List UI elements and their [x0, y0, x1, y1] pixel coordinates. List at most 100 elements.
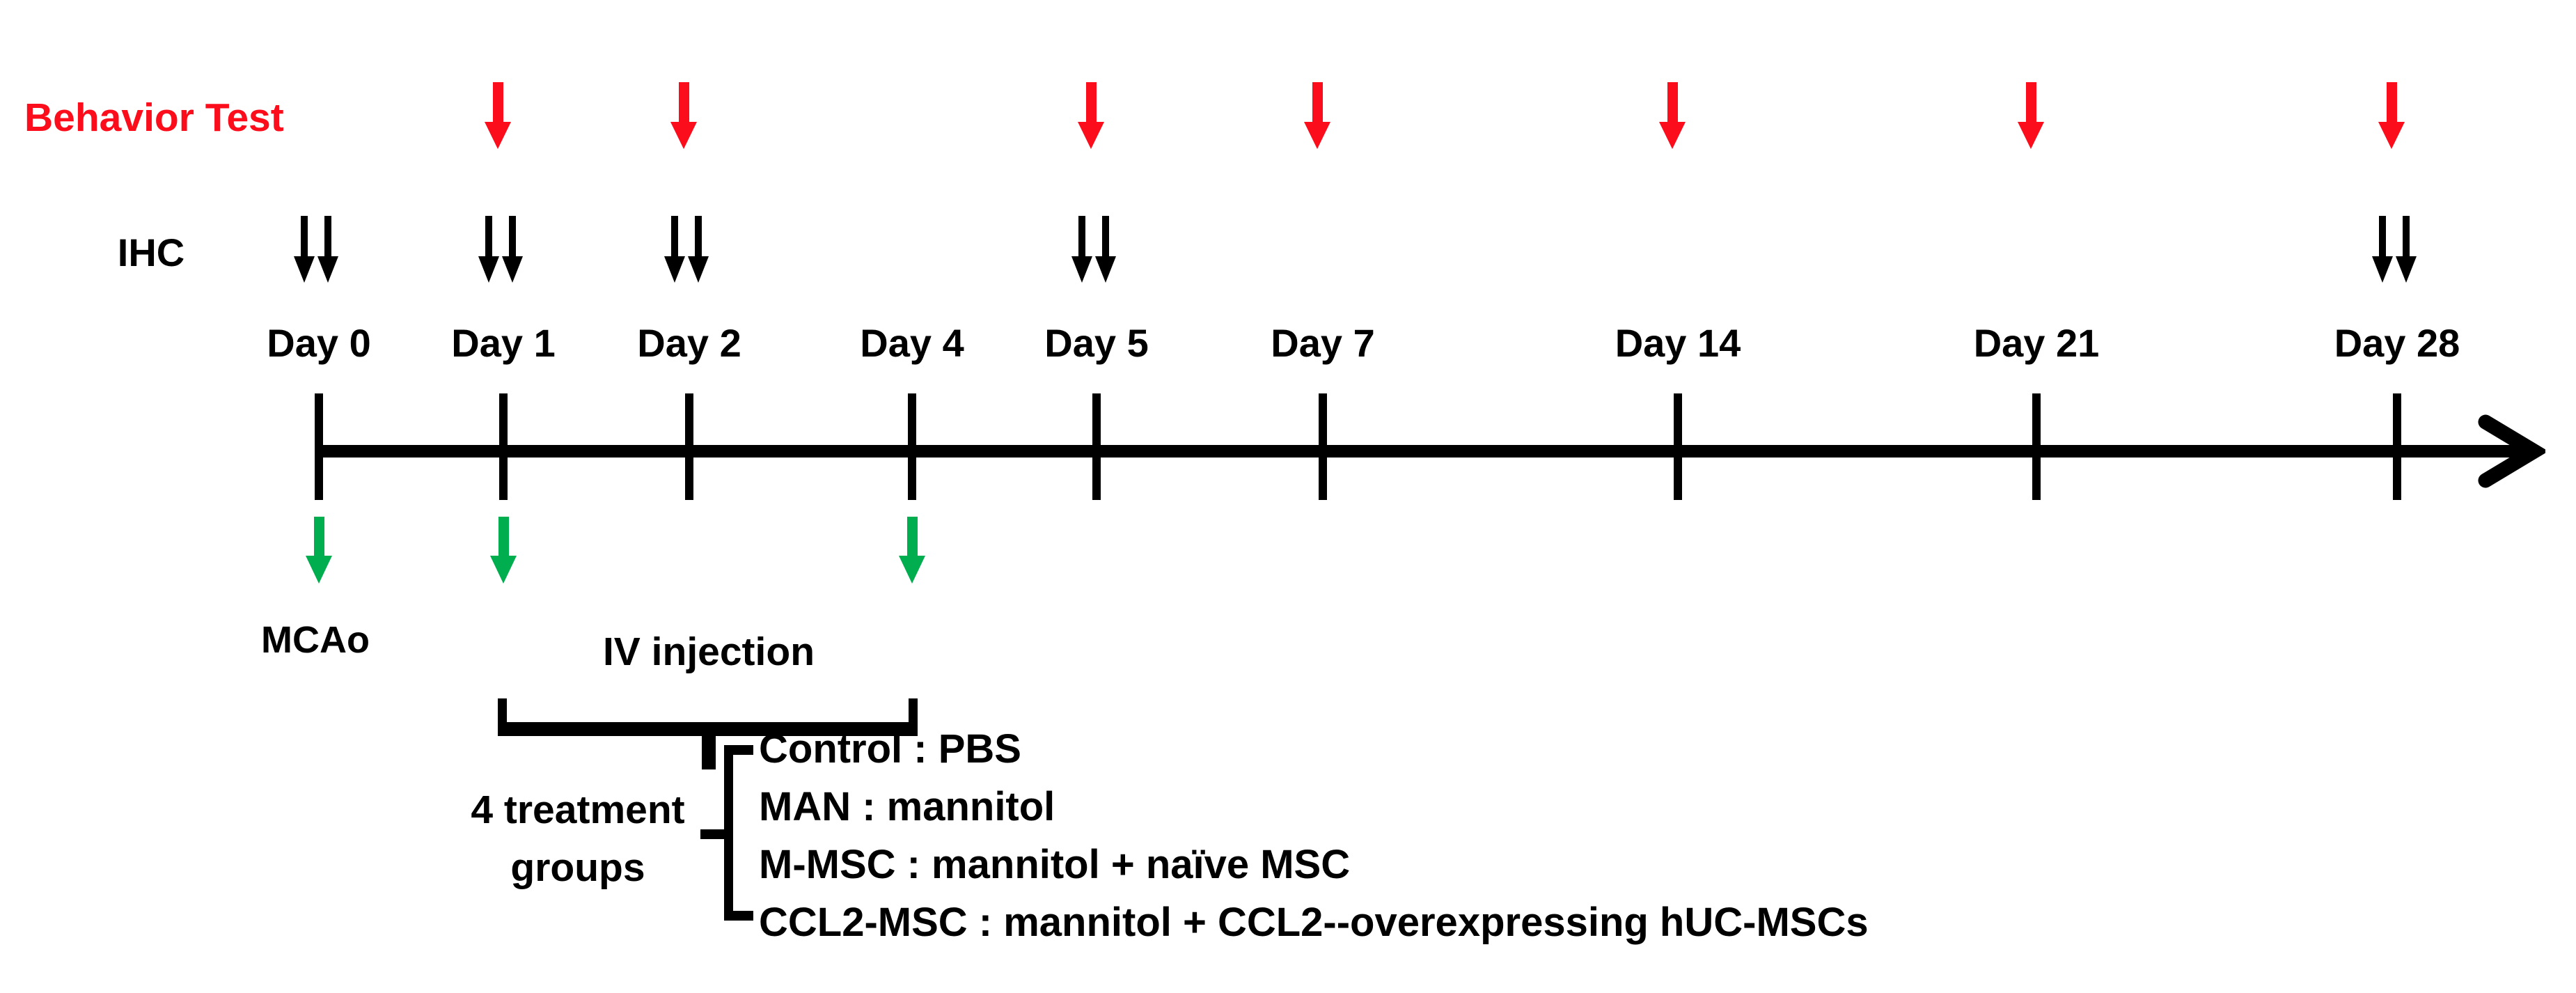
arrow-head [688, 256, 709, 283]
day-tick [499, 393, 508, 500]
day-label: Day 1 [451, 321, 556, 365]
arrow-head [670, 122, 697, 149]
treatment-group-item: M-MSC : mannitol + naïve MSC [759, 842, 1351, 887]
arrow-head [1304, 122, 1330, 149]
arrow-head [664, 256, 685, 283]
day-label: Day 14 [1615, 321, 1741, 365]
arrow-shaft [1102, 216, 1109, 256]
arrow-head [490, 556, 517, 584]
day-label: Day 21 [1973, 321, 2100, 365]
day-tick [908, 393, 916, 500]
arrow-shaft [906, 517, 918, 556]
arrow-shaft [1085, 82, 1097, 122]
arrow-shaft [2403, 216, 2410, 256]
arrow-head [2396, 256, 2417, 283]
behavior-test-label: Behavior Test [24, 95, 284, 140]
arrow-head [1659, 122, 1686, 149]
day-label: Day 28 [2334, 321, 2460, 365]
arrow-shaft [485, 216, 492, 256]
day-tick [1092, 393, 1101, 500]
treatment-groups-title-line1: 4 treatment [471, 788, 685, 832]
day-tick [2032, 393, 2041, 500]
behavior-test-arrow-icon [2018, 82, 2044, 149]
arrow-shaft [498, 517, 509, 556]
arrow-shaft [313, 517, 324, 556]
arrow-shaft [492, 82, 503, 122]
injection-arrow-icon [490, 517, 517, 584]
treatment-group-item: MAN : mannitol [759, 784, 1055, 829]
treatment-group-item: CCL2-MSC : mannitol + CCL2--overexpressi… [759, 900, 1869, 945]
injection-arrow-icon [899, 517, 925, 584]
day-label: Day 4 [860, 321, 964, 365]
ihc-arrow-icon [2372, 216, 2393, 283]
arrow-head [1071, 256, 1092, 283]
timeline-axis-line [315, 445, 2527, 458]
arrow-shaft [509, 216, 516, 256]
timeline-arrowhead-icon [2478, 414, 2545, 488]
behavior-test-arrow-icon [2378, 82, 2405, 149]
arrow-shaft [671, 216, 678, 256]
arrow-head [478, 256, 499, 283]
ihc-arrow-icon [502, 216, 523, 283]
arrow-head [294, 256, 315, 283]
arrow-head [2378, 122, 2405, 149]
ihc-double-arrow-icon [664, 216, 709, 283]
ihc-double-arrow-icon [1071, 216, 1116, 283]
treatment-groups-title: 4 treatment groups [453, 781, 703, 897]
arrow-head [1095, 256, 1116, 283]
arrow-head [899, 556, 925, 584]
ihc-arrow-icon [294, 216, 315, 283]
day-tick [1674, 393, 1682, 500]
behavior-test-arrow-icon [1659, 82, 1686, 149]
day-label: Day 5 [1044, 321, 1149, 365]
ihc-arrow-icon [1095, 216, 1116, 283]
arrow-head [485, 122, 511, 149]
arrow-head [2372, 256, 2393, 283]
arrow-head [317, 256, 338, 283]
arrow-shaft [1078, 216, 1085, 256]
day-tick [2393, 393, 2401, 500]
ihc-arrow-icon [1071, 216, 1092, 283]
arrow-shaft [2025, 82, 2036, 122]
behavior-test-arrow-icon [670, 82, 697, 149]
ihc-label: IHC [117, 230, 185, 274]
ihc-double-arrow-icon [478, 216, 523, 283]
arrow-shaft [1312, 82, 1323, 122]
arrow-shaft [1667, 82, 1678, 122]
behavior-test-arrow-icon [1304, 82, 1330, 149]
ihc-arrow-icon [317, 216, 338, 283]
ihc-arrow-icon [664, 216, 685, 283]
arrow-head [2018, 122, 2044, 149]
ihc-double-arrow-icon [294, 216, 338, 283]
treatment-group-item: Control : PBS [759, 726, 1021, 772]
arrow-head [1078, 122, 1104, 149]
day-tick [315, 393, 323, 500]
behavior-test-arrow-icon [1078, 82, 1104, 149]
groups-brace-mid-nub [700, 829, 733, 839]
day-label: Day 7 [1271, 321, 1375, 365]
arrow-shaft [324, 216, 331, 256]
arrow-head [502, 256, 523, 283]
day-tick [1319, 393, 1327, 500]
treatment-groups-title-line2: groups [510, 845, 645, 890]
arrow-head [306, 556, 332, 584]
day-label: Day 0 [267, 321, 371, 365]
arrow-shaft [678, 82, 689, 122]
iv-bracket-bar [498, 722, 918, 736]
groups-brace-bottom-nub [724, 911, 753, 921]
arrow-shaft [301, 216, 308, 256]
day-label: Day 2 [637, 321, 741, 365]
arrow-shaft [2379, 216, 2386, 256]
arrow-shaft [2386, 82, 2397, 122]
iv-injection-label: IV injection [602, 630, 815, 674]
ihc-arrow-icon [688, 216, 709, 283]
mcao-label: MCAo [261, 619, 370, 661]
injection-arrow-icon [306, 517, 332, 584]
ihc-arrow-icon [478, 216, 499, 283]
iv-bracket-stem [702, 736, 716, 769]
ihc-arrow-icon [2396, 216, 2417, 283]
groups-brace-top-nub [724, 745, 753, 755]
arrow-shaft [695, 216, 702, 256]
